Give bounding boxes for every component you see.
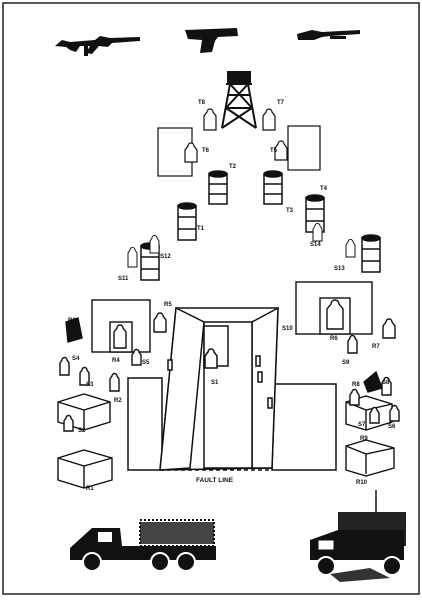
label-r8: R8 — [352, 382, 360, 388]
target-figure — [59, 356, 70, 376]
crate — [57, 449, 113, 489]
watch-tower — [221, 71, 257, 129]
label-r4: R4 — [112, 358, 120, 364]
target-figure — [63, 414, 74, 432]
cargo-truck-icon — [70, 519, 216, 572]
label-s1: S1 — [211, 380, 219, 386]
barrel — [305, 194, 325, 233]
target-figure — [79, 366, 90, 386]
target-figure — [389, 404, 400, 422]
target-figure — [345, 239, 356, 258]
barrel — [208, 170, 228, 205]
target-figure — [127, 247, 138, 268]
label-s5: S5 — [142, 360, 150, 366]
label-s10: S10 — [282, 326, 293, 332]
label-t2: T2 — [229, 164, 237, 170]
label-s7: S7 — [358, 422, 366, 428]
target-figure — [349, 388, 360, 406]
target-figure — [369, 406, 380, 424]
jeep-icon — [310, 490, 406, 582]
label-s12: S12 — [160, 254, 171, 260]
label-t5: T5 — [270, 148, 278, 154]
target-figure — [326, 299, 344, 330]
barrel — [177, 202, 197, 241]
label-r2b: R2 — [114, 398, 122, 404]
label-t3: T3 — [286, 208, 294, 214]
main-building — [127, 306, 337, 471]
label-s2: S2 — [78, 428, 86, 434]
target-figure — [153, 312, 167, 333]
label-r2: R2 — [68, 318, 76, 324]
target-figure — [131, 348, 142, 366]
target-figure — [381, 376, 392, 396]
target-figure — [184, 142, 198, 163]
label-s8: S8 — [382, 380, 390, 386]
target-figure — [382, 318, 396, 339]
target-figure — [262, 108, 276, 131]
label-t1: T1 — [197, 226, 205, 232]
target-figure — [203, 108, 217, 131]
label-s3: S3 — [86, 382, 94, 388]
barrel — [361, 234, 381, 273]
label-s13: S13 — [334, 266, 345, 272]
label-s9: S9 — [342, 360, 350, 366]
pistol-icon — [185, 28, 238, 53]
target-figure — [113, 324, 127, 349]
label-r9: R9 — [360, 436, 368, 442]
target-figure — [312, 223, 323, 242]
target-figure — [347, 334, 358, 354]
shotgun-icon — [297, 30, 360, 40]
label-t7: T7 — [277, 100, 285, 106]
label-r1: R1 — [86, 486, 94, 492]
label-s6: S6 — [388, 424, 396, 430]
rifle-icon — [55, 36, 140, 56]
label-t4: T4 — [320, 186, 328, 192]
cone-target — [65, 317, 83, 343]
label-t8: T8 — [198, 100, 206, 106]
label-s4: S4 — [72, 356, 80, 362]
label-r7: R7 — [372, 344, 380, 350]
label-r10: R10 — [356, 480, 368, 486]
target-figure — [109, 372, 120, 392]
fault-line-label: FAULT LINE — [196, 477, 234, 484]
target-figure — [274, 140, 288, 161]
label-r5: R5 — [164, 302, 172, 308]
crate — [345, 439, 395, 477]
target-figure — [149, 235, 160, 254]
barrel — [263, 170, 283, 205]
label-r6: R6 — [330, 336, 338, 342]
label-s14: S14 — [310, 242, 321, 248]
label-t6: T6 — [202, 148, 210, 154]
target-panel — [287, 125, 321, 171]
label-s11: S11 — [118, 276, 129, 282]
